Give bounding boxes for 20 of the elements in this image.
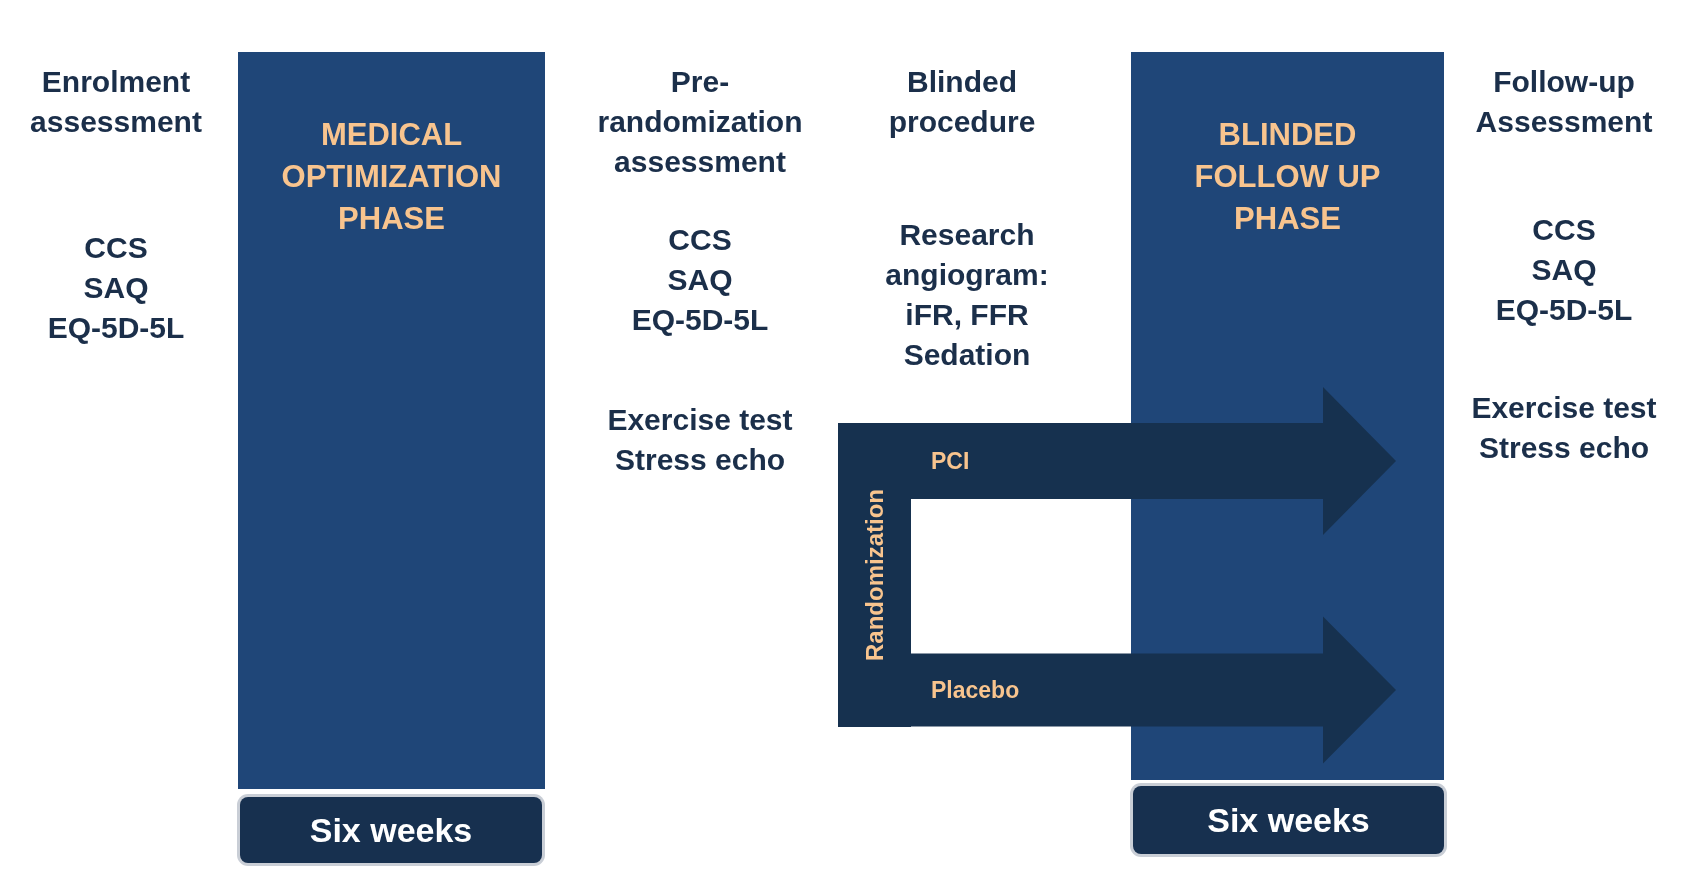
measure-list: CCS SAQ EQ-5D-5L [1494, 210, 1634, 330]
phase-title: BLINDED FOLLOW UP PHASE [1193, 116, 1382, 238]
procedure-list: Research angiogram: iFR, FFR Sedation [867, 215, 1067, 375]
duration-box: Six weeks [240, 797, 542, 863]
phase-column [238, 52, 545, 789]
measure-list: CCS SAQ EQ-5D-5L [630, 220, 770, 340]
duration-box: Six weeks [1133, 786, 1444, 854]
assessment-heading: Enrolment assessment [29, 64, 203, 140]
test-list: Exercise test Stress echo [1439, 388, 1689, 468]
block-arrow [911, 387, 1396, 535]
randomization-bar [838, 423, 911, 727]
edge-label: PCI [931, 447, 970, 475]
assessment-heading: Follow-up Assessment [1474, 64, 1654, 140]
measure-list: CCS SAQ EQ-5D-5L [46, 228, 186, 348]
randomization-label: Randomization [860, 489, 889, 661]
edge-label: Placebo [931, 676, 1020, 704]
phase-title: MEDICAL OPTIMIZATION PHASE [280, 116, 503, 238]
test-list: Exercise test Stress echo [575, 400, 825, 480]
assessment-heading: Pre-randomization assessment [596, 64, 804, 180]
procedure-heading: Blinded procedure [887, 64, 1037, 140]
